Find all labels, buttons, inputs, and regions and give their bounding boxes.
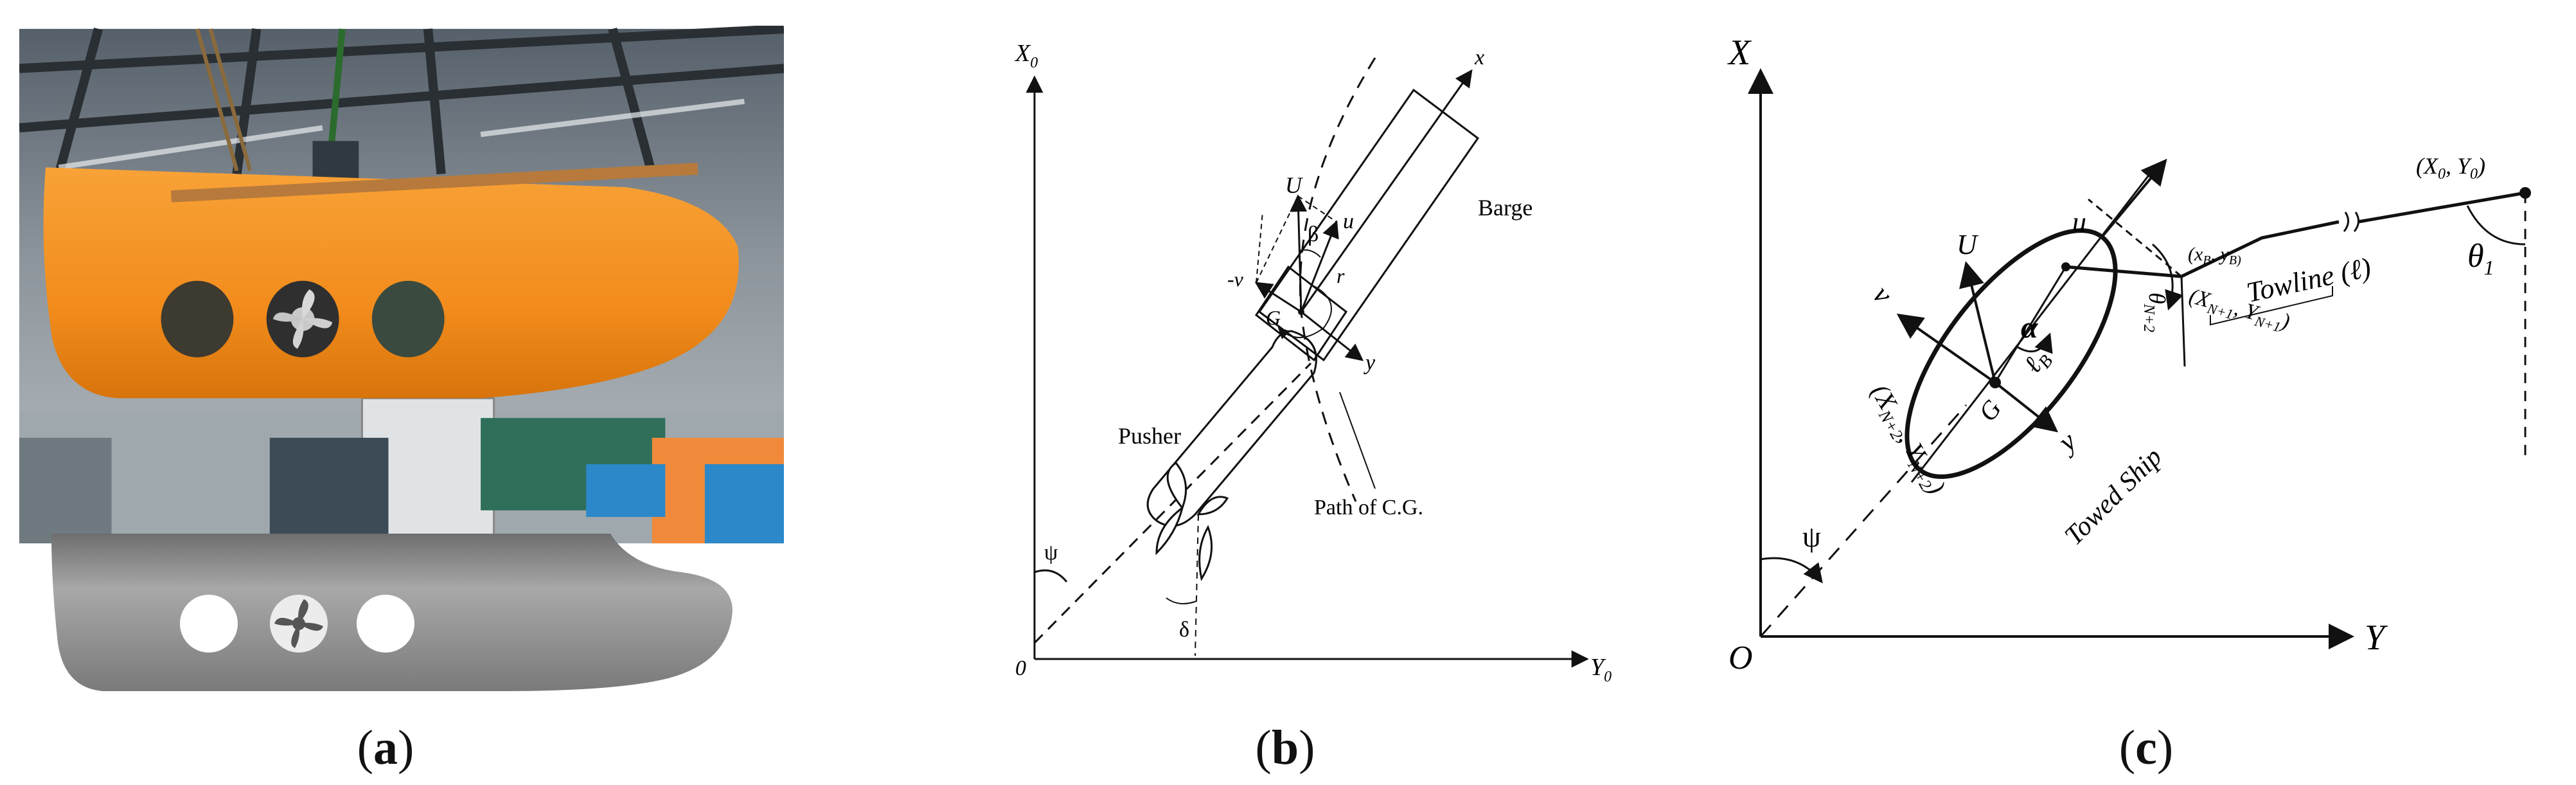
G-label: G (1266, 306, 1281, 329)
G-label: G (1973, 394, 2007, 427)
roof-beams (19, 26, 784, 176)
end-point (2519, 187, 2531, 199)
u-label: u (2072, 206, 2086, 238)
U-label: U (1285, 172, 1303, 198)
pusher-barge-diagram: X0 Y0 0 x y U u -v β r G Barge Pusher Pa… (1014, 40, 1612, 685)
r-label: r (1337, 264, 1345, 287)
cad-hole-1 (180, 595, 238, 653)
towline-label: Towline (ℓ) (2244, 251, 2374, 309)
hull-hole-3 (371, 280, 445, 357)
body-y-label: y (1364, 351, 1376, 375)
delta-label: δ (1179, 618, 1189, 642)
towline (2180, 220, 2340, 278)
axis-x0-label: X0 (1014, 40, 1038, 71)
orange-hull (43, 167, 739, 399)
towed-ship-diagram: X Y O ψ U u v y G α ℓB (xB, yB) (XN+1, Y… (1727, 33, 2531, 676)
X-label: X (1727, 33, 1752, 73)
O-label: O (1728, 640, 1753, 676)
caption-b: (b) (1255, 721, 1315, 775)
path-of-cg (1299, 57, 1376, 502)
psi-label: ψ (1802, 520, 1821, 553)
minus-v-label: -v (1227, 267, 1244, 291)
xB-yB-label: (xB, yB) (2188, 244, 2241, 267)
v-label: v (1867, 280, 1899, 310)
barge-outline (1257, 88, 1480, 362)
body-x-label: x (1474, 46, 1484, 69)
caption-a: (a) (357, 721, 414, 775)
y-label: y (2050, 425, 2083, 459)
X0-Y0-label: (X0, Y0) (2416, 153, 2485, 183)
panel-c: X Y O ψ U u v y G α ℓB (xB, yB) (XN+1, Y… (1690, 0, 2576, 785)
axis-y0-label: Y0 (1590, 654, 1612, 685)
towpoint (2061, 262, 2070, 271)
origin-label: 0 (1015, 656, 1026, 680)
photo-model-hull (19, 26, 784, 545)
alpha-label: α (2021, 311, 2039, 345)
propeller-icon (1155, 462, 1229, 581)
U-label: U (1957, 229, 1979, 260)
pusher-label: Pusher (1118, 423, 1181, 449)
cad-model-hull (51, 534, 733, 691)
path-cg-label: Path of C.G. (1314, 496, 1423, 519)
propeller-icon (272, 289, 333, 349)
cad-hole-3 (357, 595, 414, 653)
psi-label: ψ (1044, 541, 1058, 564)
panel-a: (a) (0, 0, 784, 785)
barge-label: Barge (1478, 195, 1532, 221)
theta-N2-label: θN+2 (2140, 293, 2170, 332)
XN2-label: (XN+2, YN+2) (1863, 379, 1951, 501)
pusher-outline (1146, 330, 1317, 527)
panel-b: X0 Y0 0 x y U u -v β r G Barge Pusher Pa… (964, 0, 1671, 785)
ship-G-point (1989, 377, 2001, 388)
u-label: u (1343, 210, 1354, 233)
Y-label: Y (2365, 618, 2388, 658)
caption-c: (c) (2119, 721, 2174, 775)
theta1-label: θ1 (2467, 238, 2494, 279)
cad-propeller-icon (274, 599, 323, 648)
hull-hole-1 (161, 280, 234, 357)
towed-ship-label: Towed Ship (2059, 442, 2168, 551)
center-of-gravity (1298, 309, 1304, 315)
beta-label: β (1308, 222, 1319, 246)
